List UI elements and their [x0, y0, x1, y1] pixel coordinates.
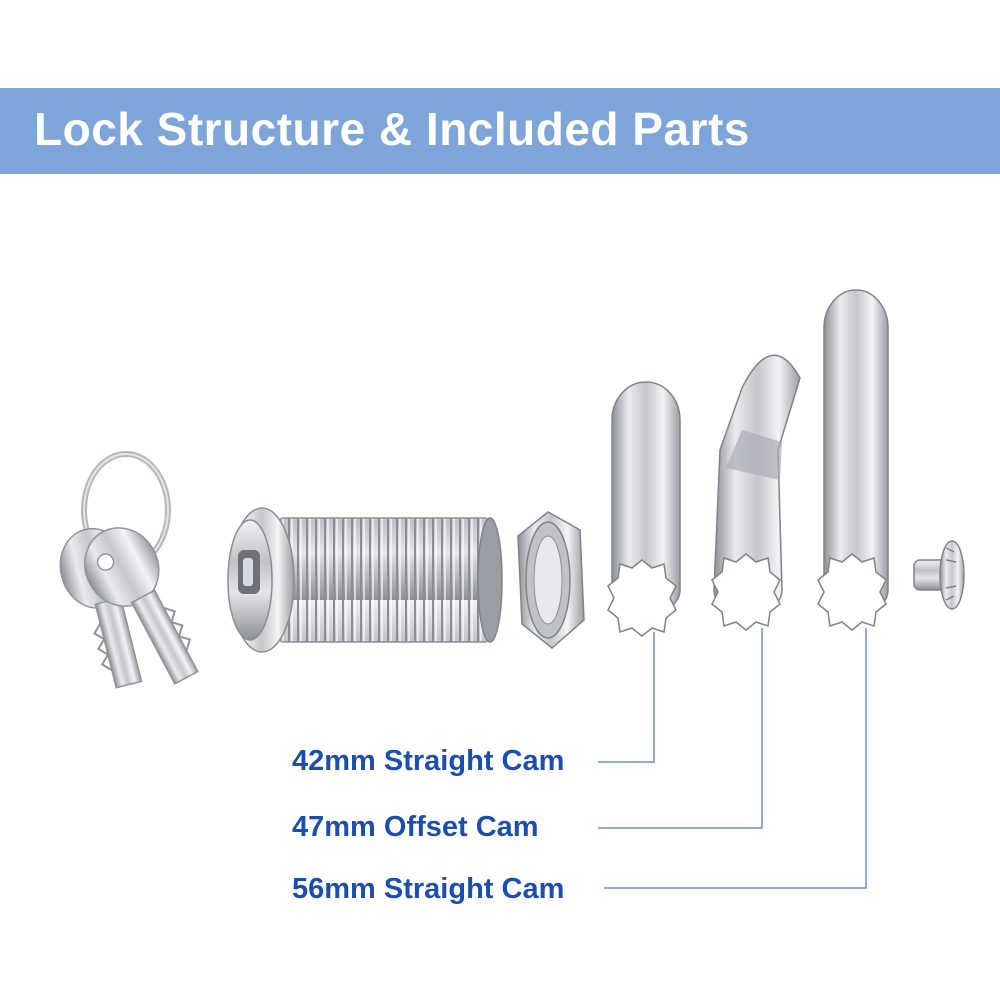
callout-56mm-straight-cam: 56mm Straight Cam: [292, 873, 565, 905]
leader-lines: [598, 628, 867, 889]
keys-icon: [59, 451, 199, 689]
page-title: Lock Structure & Included Parts: [34, 103, 750, 155]
offset-cam-47-icon: [711, 354, 801, 631]
lock-cylinder-icon: [227, 507, 503, 653]
straight-cam-42-icon: [607, 381, 681, 637]
hex-nut-icon: [517, 511, 585, 649]
callout-47mm-offset-cam: 47mm Offset Cam: [292, 811, 539, 843]
leader-line-56mm: [604, 628, 867, 889]
callout-42mm-straight-cam: 42mm Straight Cam: [292, 745, 565, 777]
screw-icon: [913, 540, 965, 610]
header-banner: Lock Structure & Included Parts: [0, 88, 1000, 174]
leader-line-42mm: [598, 632, 655, 763]
straight-cam-56-icon: [817, 289, 889, 631]
leader-line-47mm: [598, 628, 763, 829]
